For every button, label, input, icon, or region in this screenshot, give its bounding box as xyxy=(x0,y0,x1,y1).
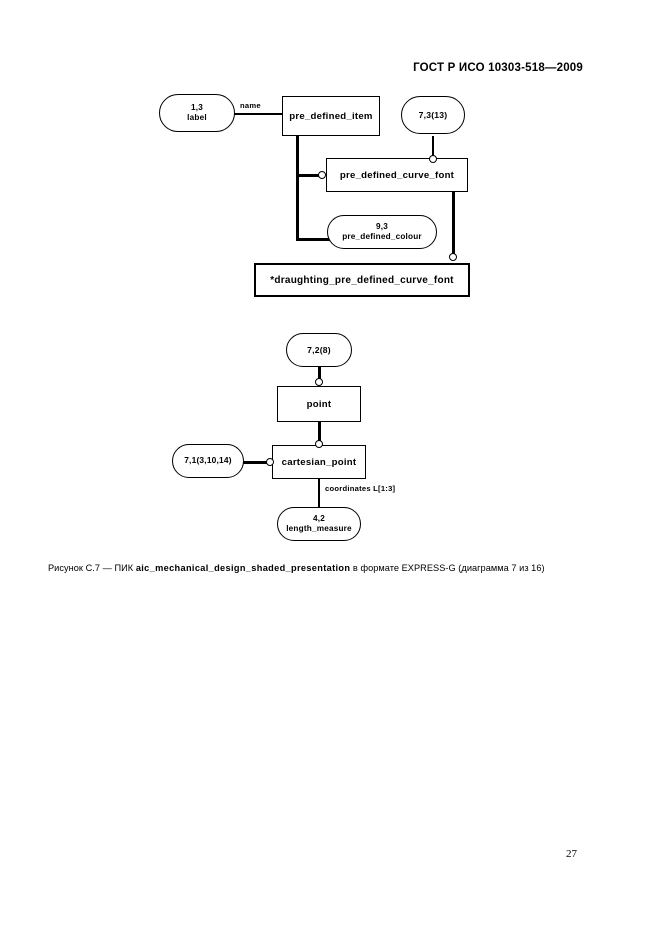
relationship-circle-draughting-top xyxy=(449,253,457,261)
node-length-measure-line2: length_measure xyxy=(286,524,352,533)
edge-cartesian-point-to-length-measure xyxy=(318,478,320,508)
node-cartesian-point: cartesian_point xyxy=(272,445,366,479)
figure-caption-prefix: Рисунок С.7 — ПИК xyxy=(48,563,136,573)
edge-label-coordinates: coordinates L[1:3] xyxy=(325,484,396,493)
node-pre-defined-colour-line1: 9,3 xyxy=(376,222,388,232)
relationship-circle-curve-font-left xyxy=(318,171,326,179)
edge-curve-font-to-draughting xyxy=(452,192,455,258)
node-length-measure-line1: 4,2 xyxy=(313,514,325,524)
edge-pageref728-to-point xyxy=(318,366,321,382)
document-header-standard-number: ГОСТ Р ИСО 10303-518—2009 xyxy=(413,62,583,74)
page-number: 27 xyxy=(566,848,577,860)
edge-pageref-to-curve-font xyxy=(432,136,434,158)
edge-point-to-cartesian-point xyxy=(318,421,321,443)
node-label-reference-line1: 1,3 xyxy=(191,103,203,113)
relationship-circle-curve-font-top xyxy=(429,155,437,163)
node-label-reference-line2: label xyxy=(187,113,207,122)
express-g-diagram-top: name 1,3 label pre_defined_item 7,3(13) … xyxy=(0,0,661,320)
node-pre-defined-colour: 9,3 pre_defined_colour xyxy=(327,215,437,249)
node-draughting-pre-defined-curve-font: *draughting_pre_defined_curve_font xyxy=(254,263,470,297)
relationship-circle-cartesian-point-left xyxy=(266,458,274,466)
figure-caption-schema-name: aic_mechanical_design_shaded_presentatio… xyxy=(135,563,351,573)
express-g-diagram-bottom: coordinates L[1:3] 7,2(8) point 7,1(3,10… xyxy=(172,333,396,541)
edge-label-to-pre-defined-item xyxy=(232,113,284,115)
node-point: point xyxy=(277,386,361,422)
edge-label-name: name xyxy=(240,101,261,110)
supertype-trunk-vertical xyxy=(296,136,299,240)
figure-caption-suffix: в формате EXPRESS-G (диаграмма 7 из 16) xyxy=(350,563,545,573)
figure-caption: Рисунок С.7 — ПИК aic_mechanical_design_… xyxy=(48,563,545,573)
node-pre-defined-curve-font: pre_defined_curve_font xyxy=(326,158,468,192)
relationship-circle-cartesian-point-top xyxy=(315,440,323,448)
node-page-ref-7-3-13: 7,3(13) xyxy=(401,96,465,134)
node-length-measure: 4,2 length_measure xyxy=(277,507,361,541)
supertype-branch-to-colour xyxy=(296,238,330,241)
node-pre-defined-item: pre_defined_item xyxy=(282,96,380,136)
node-page-ref-7-2-8: 7,2(8) xyxy=(286,333,352,367)
edge-pageref71-to-cartesian-point xyxy=(240,461,272,464)
node-pre-defined-colour-line2: pre_defined_colour xyxy=(342,232,422,241)
node-page-ref-7-1-3-10-14: 7,1(3,10,14) xyxy=(172,444,244,478)
supertype-branch-to-curve-font xyxy=(296,174,322,177)
relationship-circle-point-top xyxy=(315,378,323,386)
node-label-reference: 1,3 label xyxy=(159,94,235,132)
